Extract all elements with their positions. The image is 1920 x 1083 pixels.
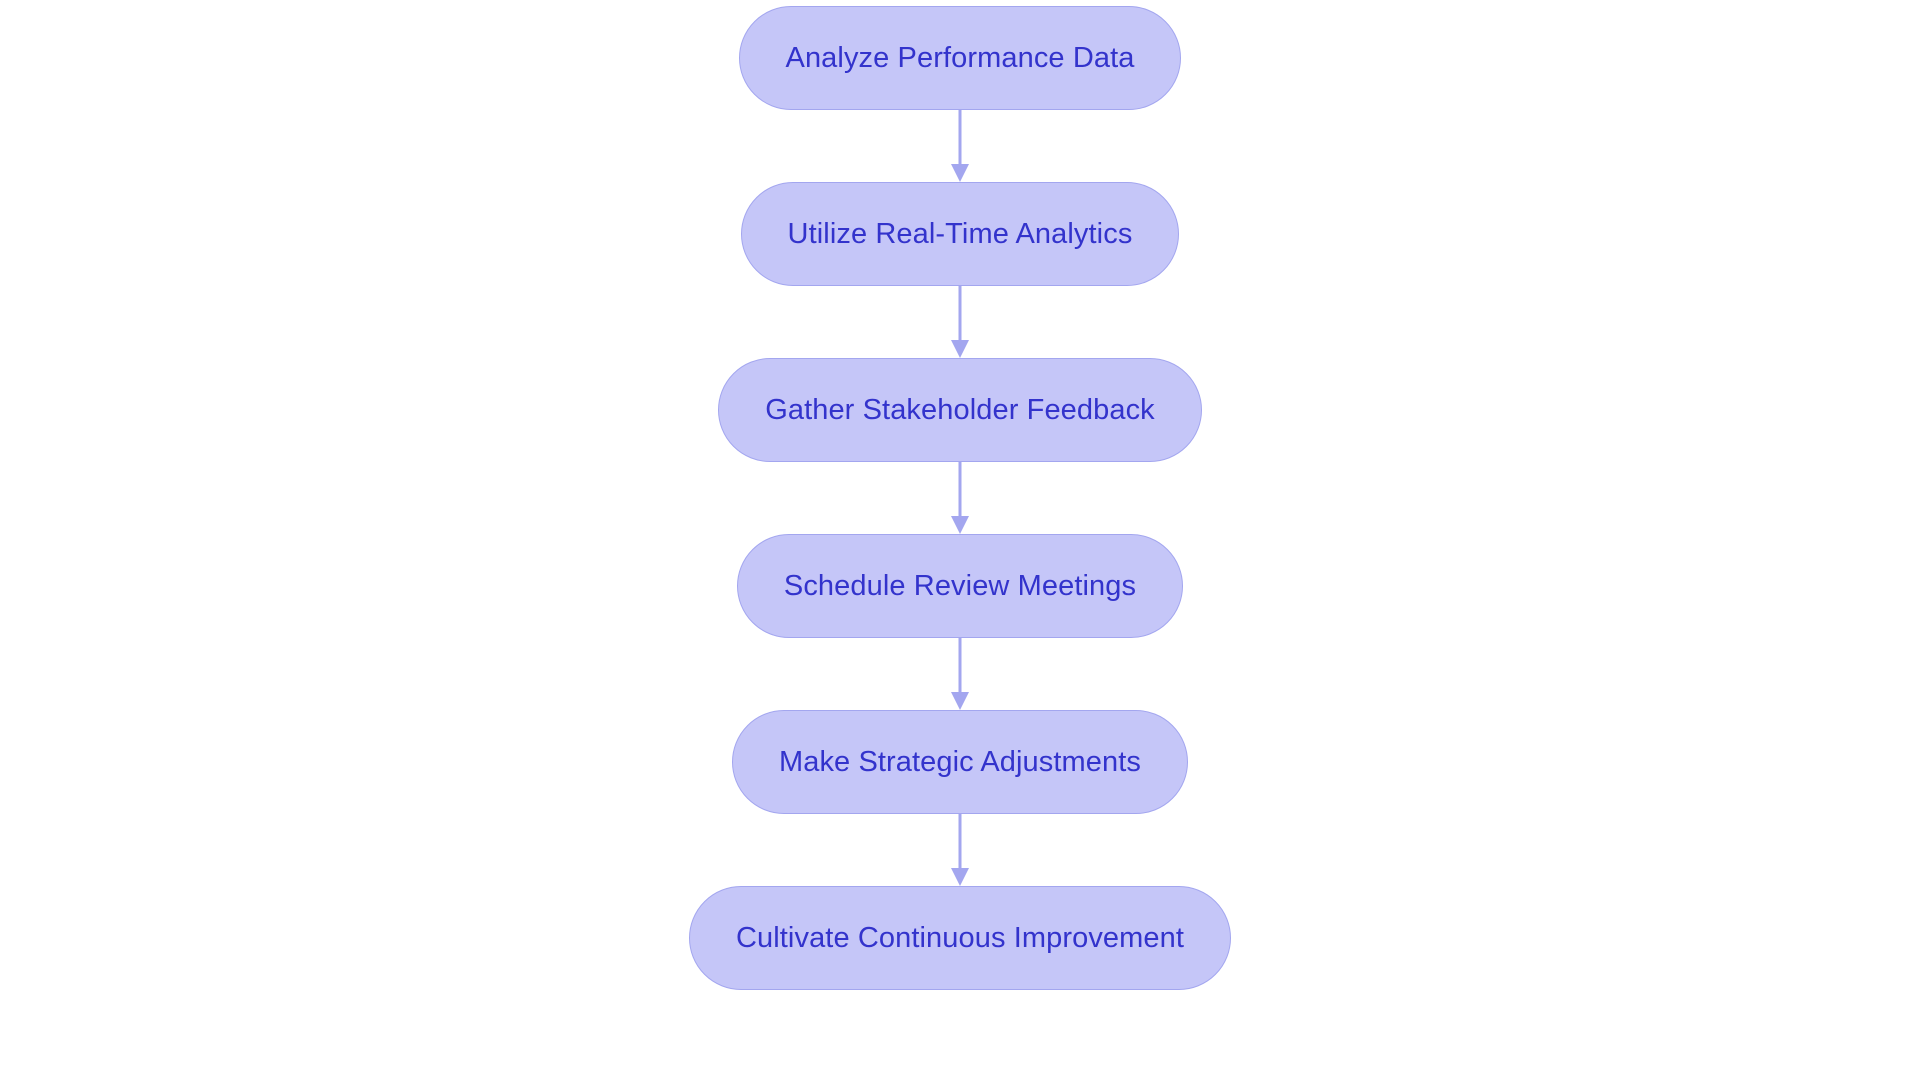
arrow-down-icon <box>951 868 969 886</box>
flow-node-label: Gather Stakeholder Feedback <box>765 393 1155 426</box>
flow-node-make-strategic-adjustments[interactable]: Make Strategic Adjustments <box>731 710 1189 814</box>
connector-line <box>958 462 962 518</box>
flow-node-analyze-performance-data[interactable]: Analyze Performance Data <box>738 6 1182 110</box>
flow-node-label: Make Strategic Adjustments <box>778 745 1142 778</box>
flow-node-label: Analyze Performance Data <box>785 41 1135 74</box>
flow-node-label: Schedule Review Meetings <box>783 569 1137 602</box>
flow-connector-4 <box>950 638 970 710</box>
flow-connector-2 <box>950 286 970 358</box>
connector-line <box>958 286 962 342</box>
connector-line <box>958 638 962 694</box>
flow-connector-3 <box>950 462 970 534</box>
flow-node-label: Cultivate Continuous Improvement <box>735 921 1185 954</box>
arrow-down-icon <box>951 692 969 710</box>
flow-node-label: Utilize Real-Time Analytics <box>787 217 1133 250</box>
flow-node-gather-stakeholder-feedback[interactable]: Gather Stakeholder Feedback <box>718 358 1202 462</box>
arrow-down-icon <box>951 516 969 534</box>
arrow-down-icon <box>951 340 969 358</box>
flow-node-schedule-review-meetings[interactable]: Schedule Review Meetings <box>736 534 1184 638</box>
connector-line <box>958 110 962 166</box>
connector-line <box>958 814 962 870</box>
flow-node-utilize-real-time-analytics[interactable]: Utilize Real-Time Analytics <box>740 182 1180 286</box>
flow-connector-5 <box>950 814 970 886</box>
arrow-down-icon <box>951 164 969 182</box>
flow-connector-1 <box>950 110 970 182</box>
flow-node-cultivate-continuous-improvement[interactable]: Cultivate Continuous Improvement <box>688 886 1232 990</box>
